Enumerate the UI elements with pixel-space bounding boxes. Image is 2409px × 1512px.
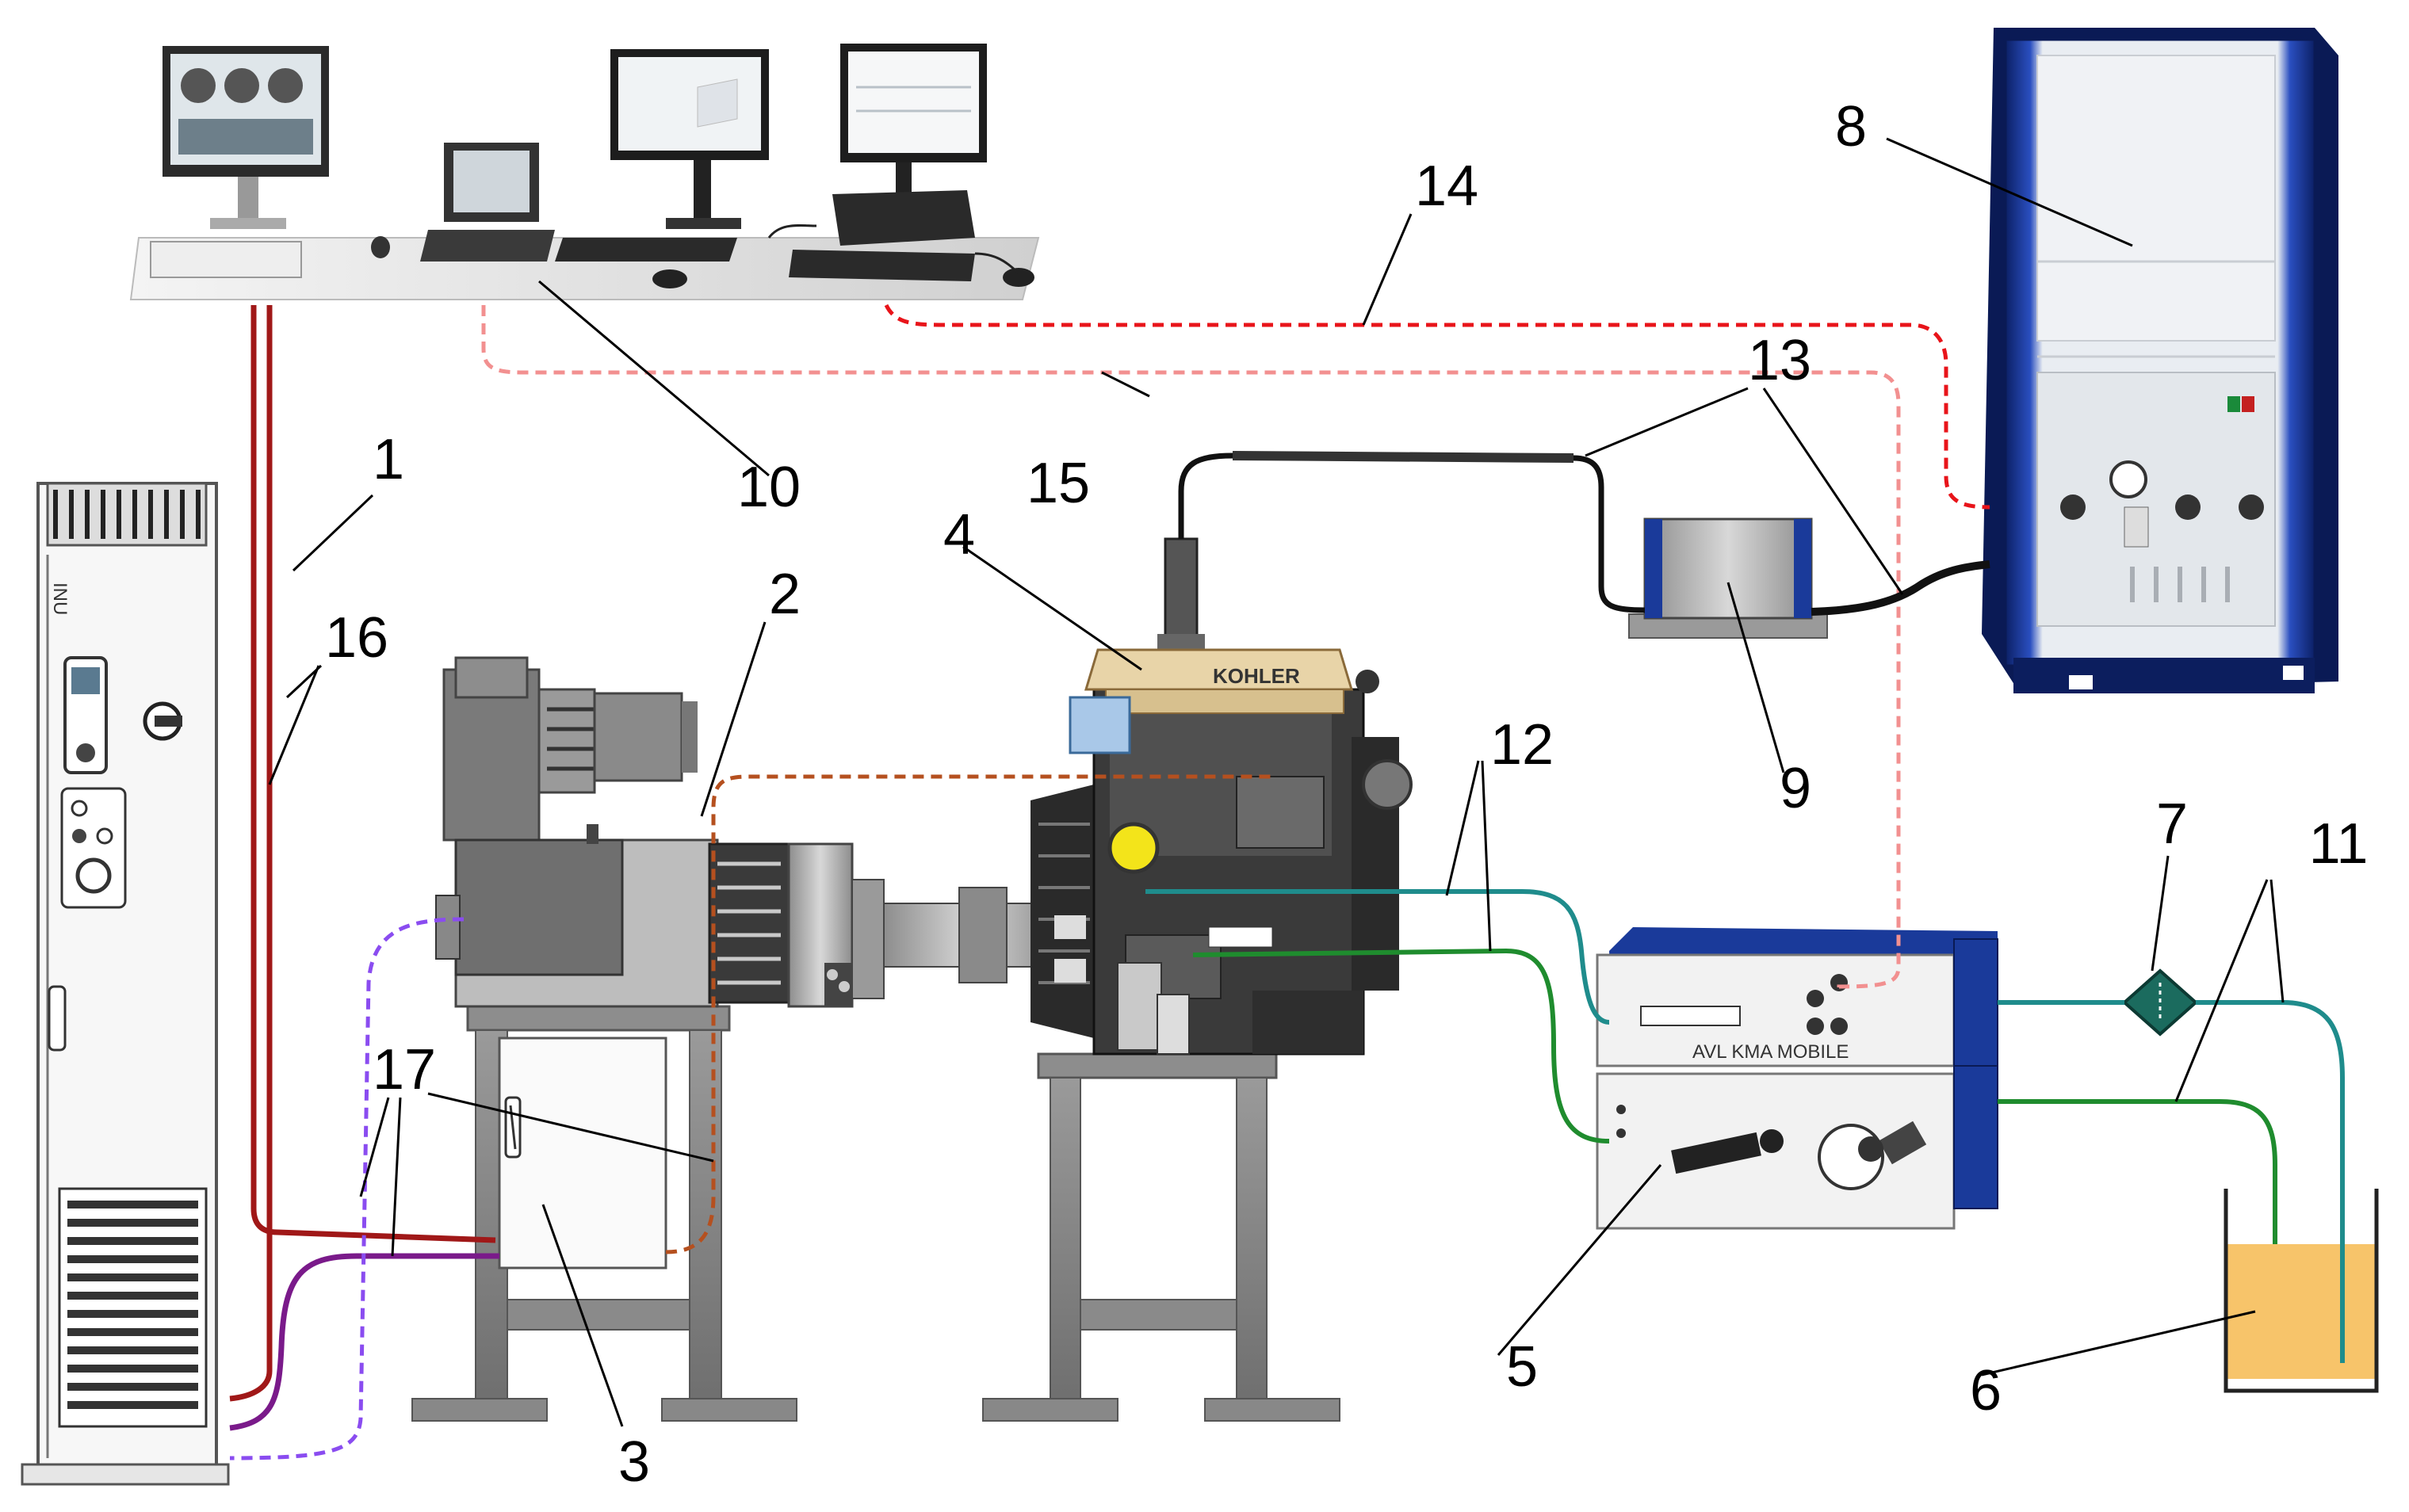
- fuel-tank-icon: [2224, 1189, 2379, 1393]
- leader-lines: [268, 137, 2285, 1427]
- label-13: 13: [1748, 329, 1811, 392]
- label-15: 15: [1027, 452, 1090, 515]
- inverter-badge: INU: [49, 582, 71, 615]
- dynamometer-icon: [411, 656, 1059, 1422]
- signal-line-15: [481, 305, 1901, 995]
- signal-line-17: [229, 917, 465, 1460]
- computer-workstation-icon: [129, 44, 1040, 300]
- label-12: 12: [1490, 713, 1554, 777]
- label-17: 17: [373, 1038, 436, 1102]
- label-9: 9: [1780, 757, 1811, 820]
- fuel-line-12-green: [1192, 948, 1610, 1144]
- gas-analyzer-icon: [1982, 28, 2338, 693]
- signal-line-14: [884, 304, 1990, 510]
- label-14: 14: [1415, 155, 1478, 218]
- signal-line-brown: [665, 774, 1272, 1254]
- engine-icon: KOHLER: [982, 537, 1413, 1422]
- filter-icon: [2121, 968, 2199, 1037]
- power-cable-16-b: [229, 305, 273, 1402]
- connection-lines: [229, 304, 2345, 1460]
- number-labels: 1 2 3 4 5 6 7 8 9 10 11 12 13 14 15 16 1…: [325, 95, 2368, 1494]
- fuel-meter-brand: AVL KMA MOBILE: [1692, 1041, 1849, 1063]
- power-cable-16-a: [250, 305, 496, 1243]
- exhaust-filter-icon: [1628, 517, 1828, 639]
- fuel-balance-icon: AVL KMA MOBILE: [1596, 927, 1998, 1230]
- label-6: 6: [1970, 1359, 2002, 1422]
- exhaust-hose-13: [1178, 452, 1646, 613]
- fuel-line-11-green: [1998, 1099, 2277, 1244]
- label-1: 1: [373, 428, 404, 491]
- fuel-line-12-teal: [1145, 889, 1610, 1025]
- label-5: 5: [1506, 1335, 1538, 1399]
- label-2: 2: [769, 563, 801, 626]
- exhaust-hose-13-b: [1811, 560, 1990, 616]
- label-3: 3: [618, 1430, 650, 1494]
- label-8: 8: [1835, 95, 1867, 158]
- inverter-cabinet-icon: INU: [21, 482, 230, 1486]
- label-4: 4: [943, 503, 975, 567]
- label-11: 11: [2309, 812, 2369, 876]
- engine-brand: KOHLER: [1213, 664, 1300, 688]
- control-box-icon: [498, 1037, 667, 1270]
- label-10: 10: [737, 456, 801, 519]
- label-16: 16: [325, 606, 388, 670]
- fuel-line-11-teal: [1998, 1000, 2345, 1363]
- leader-lines-17: [359, 1092, 714, 1257]
- power-cable-17: [229, 1253, 499, 1431]
- label-7: 7: [2156, 792, 2188, 856]
